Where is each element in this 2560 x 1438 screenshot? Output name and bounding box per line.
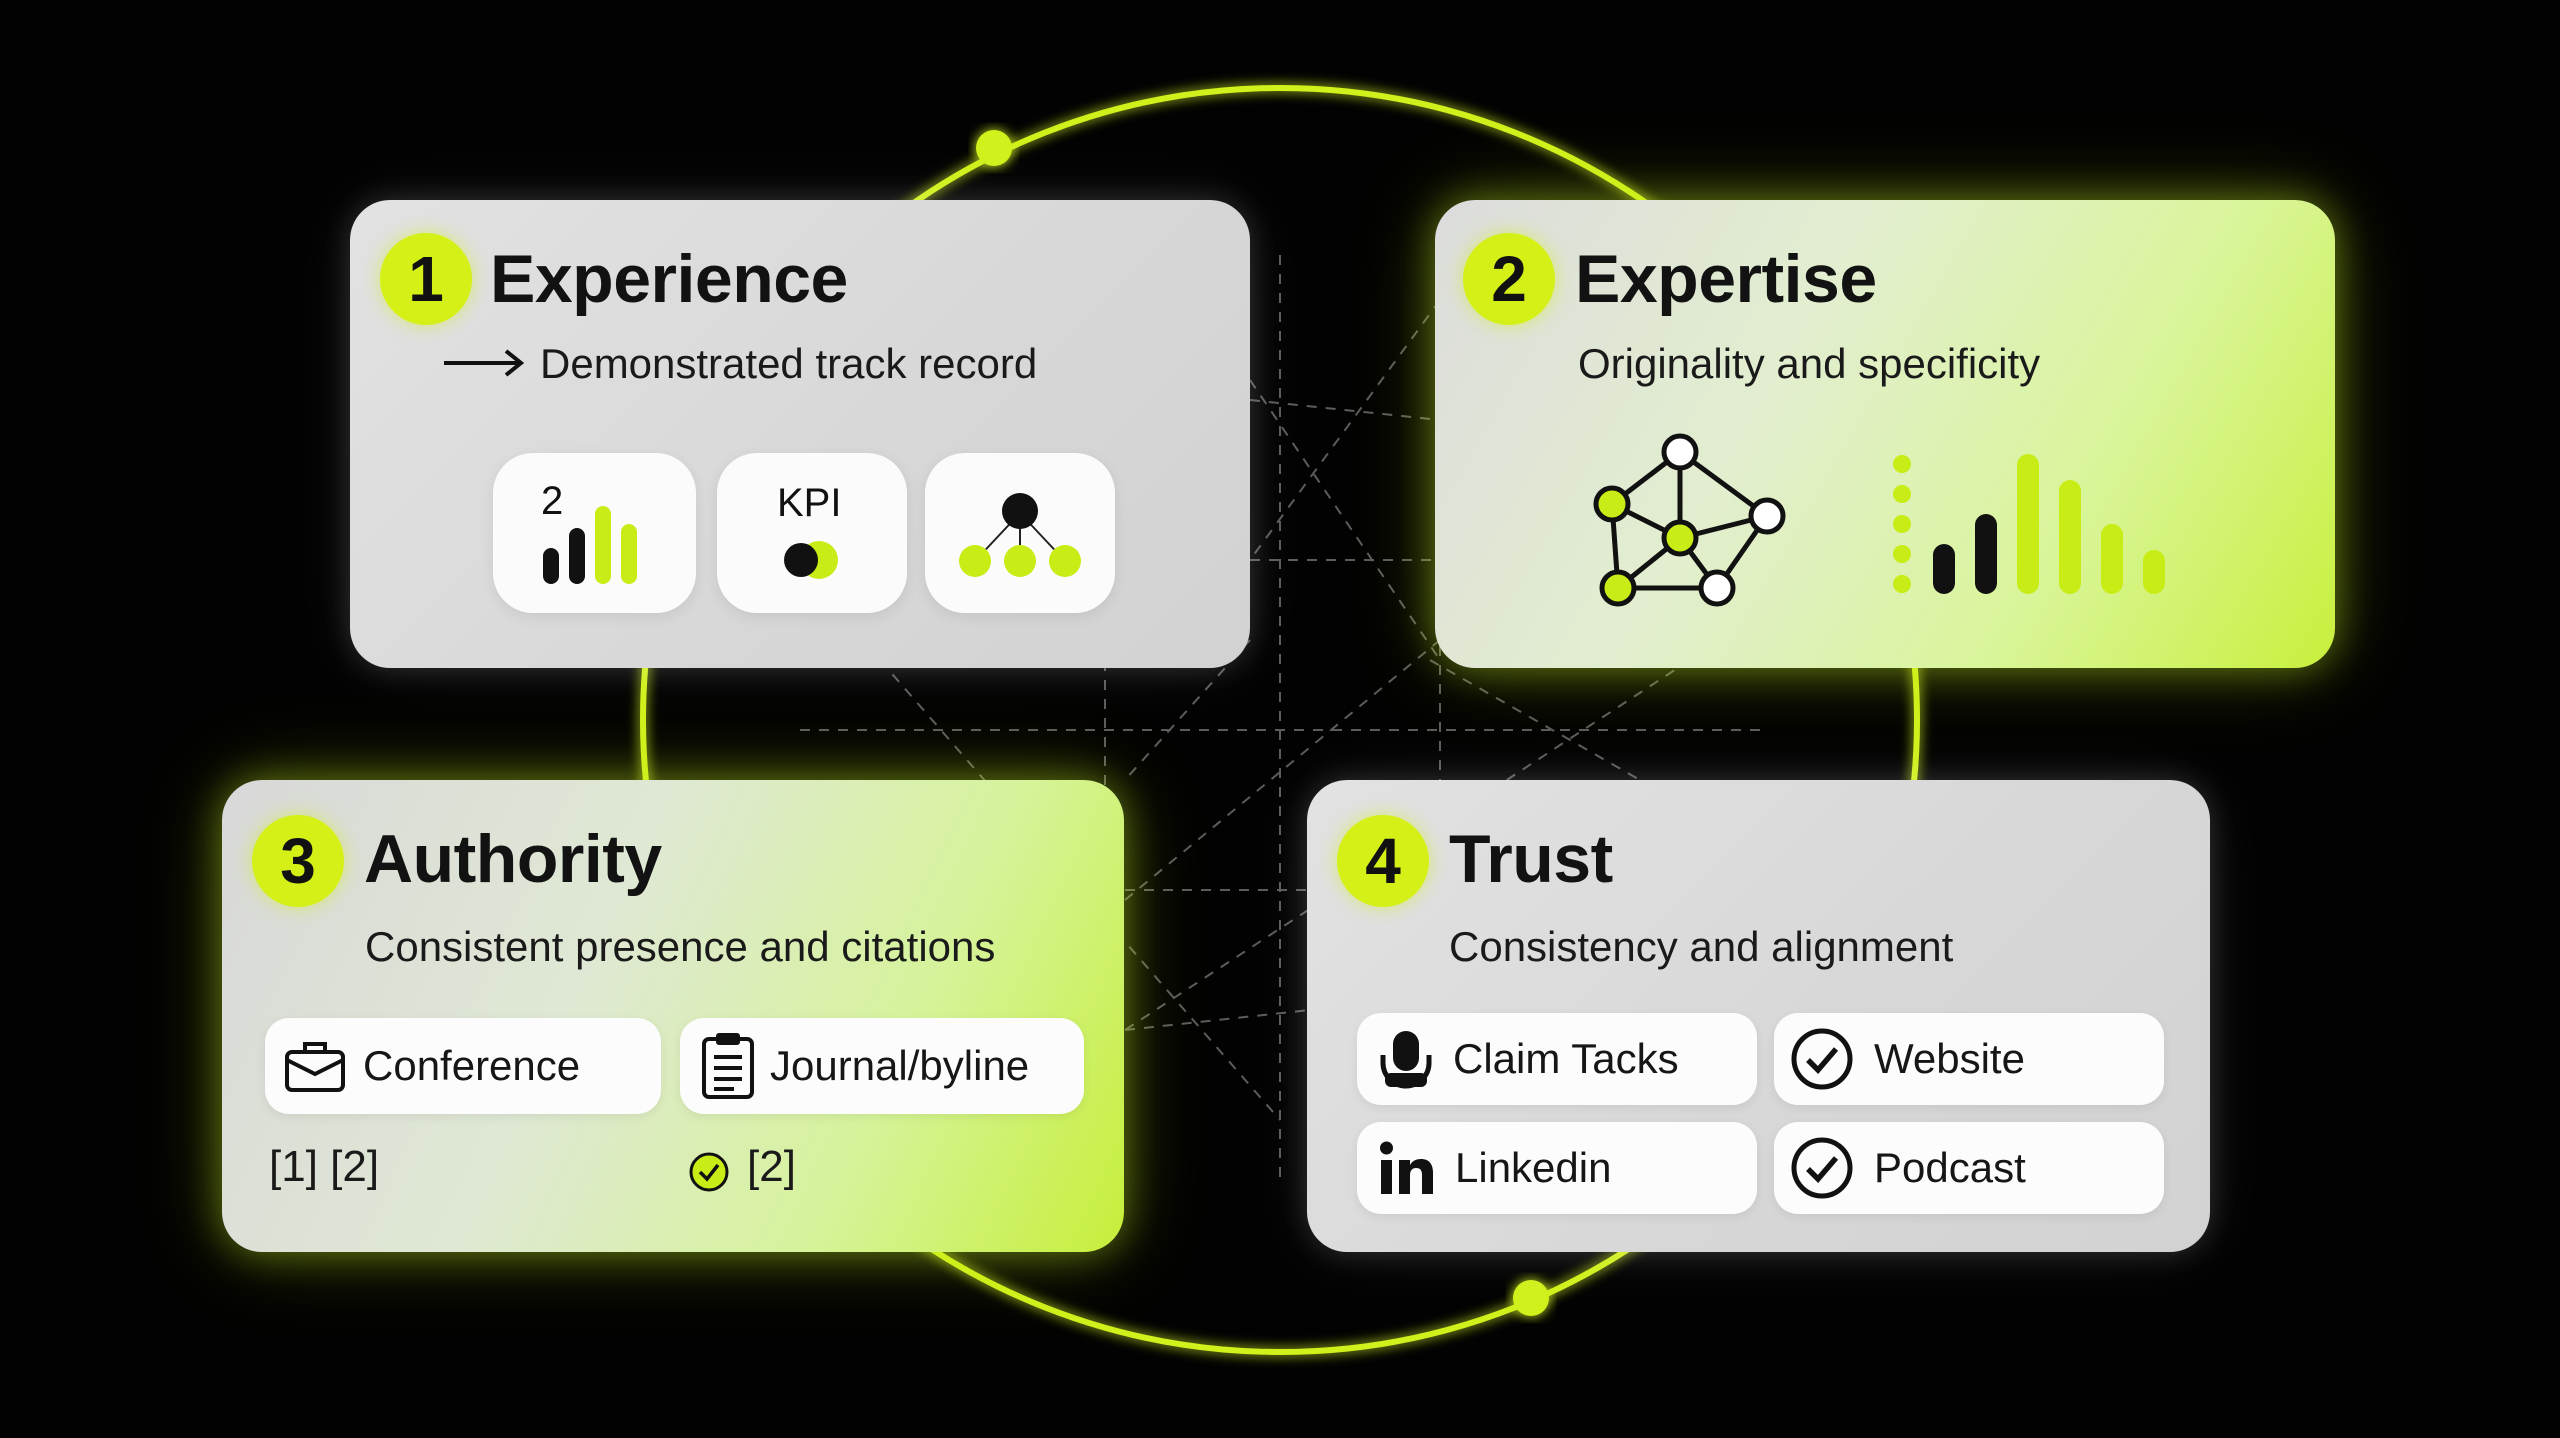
pill-label: Podcast [1874,1144,2026,1191]
claim-tacks-pill[interactable]: Claim Tacks [1357,1013,1757,1105]
pill-label: Website [1874,1035,2025,1082]
kpi-tile: KPI [717,453,907,613]
microphone-icon [1380,1031,1432,1089]
orbit-node-top [976,130,1012,166]
network-graph-icon [1593,433,1786,607]
experience-card: 1 Experience Demonstrated track record 2… [350,200,1250,668]
card-title: Trust [1449,821,1613,897]
metric-tile: 2 [493,453,696,613]
authority-card: 3 Authority Consistent presence and cita… [222,780,1124,1252]
check-circle-icon [1791,1137,1853,1199]
step-number-badge: 3 [252,815,344,907]
expertise-card: 2 Expertise Originality and specificity [1435,200,2335,668]
website-pill[interactable]: Website [1774,1013,2164,1105]
orbit-node-bottom [1513,1280,1549,1316]
hierarchy-tile [925,453,1115,613]
step-number-badge: 2 [1463,233,1555,325]
bar-chart-icon [543,506,637,584]
citation-refs: [2] [747,1142,796,1191]
card-title: Expertise [1575,241,1877,317]
journal-byline-pill[interactable]: Journal/byline [680,1018,1084,1114]
linkedin-pill[interactable]: Linkedin [1357,1122,1757,1214]
kpi-label: KPI [777,481,842,525]
briefcase-icon [285,1042,345,1092]
step-number-badge: 4 [1337,815,1429,907]
clipboard-icon [702,1033,754,1099]
kpi-toggle-icon [784,541,838,579]
card-subtitle: Consistency and alignment [1449,923,1954,970]
card-subtitle: Demonstrated track record [540,340,1038,387]
card-subtitle: Originality and specificity [1578,340,2041,387]
citation-refs: [1] [2] [269,1142,380,1191]
pill-label: Claim Tacks [1453,1035,1679,1082]
podcast-pill[interactable]: Podcast [1774,1122,2164,1214]
check-circle-icon [1791,1028,1853,1090]
linkedin-icon [1380,1141,1433,1194]
check-circle-icon [689,1152,729,1192]
pill-label: Journal/byline [770,1042,1030,1089]
orbit-ring [640,85,1920,1355]
pill-label: Conference [363,1042,581,1089]
arrow-right-icon [444,349,525,377]
metric-value: 2 [541,479,564,523]
pill-label: Linkedin [1455,1144,1612,1191]
conference-pill[interactable]: Conference [265,1018,661,1114]
signal-bars-icon [1893,454,2165,594]
step-number-badge: 1 [380,233,472,325]
card-subtitle: Consistent presence and citations [365,923,996,970]
card-title: Experience [490,241,848,317]
trust-card: 4 Trust Consistency and alignment Claim … [1307,780,2210,1252]
hierarchy-icon [959,493,1081,577]
card-title: Authority [364,821,662,897]
